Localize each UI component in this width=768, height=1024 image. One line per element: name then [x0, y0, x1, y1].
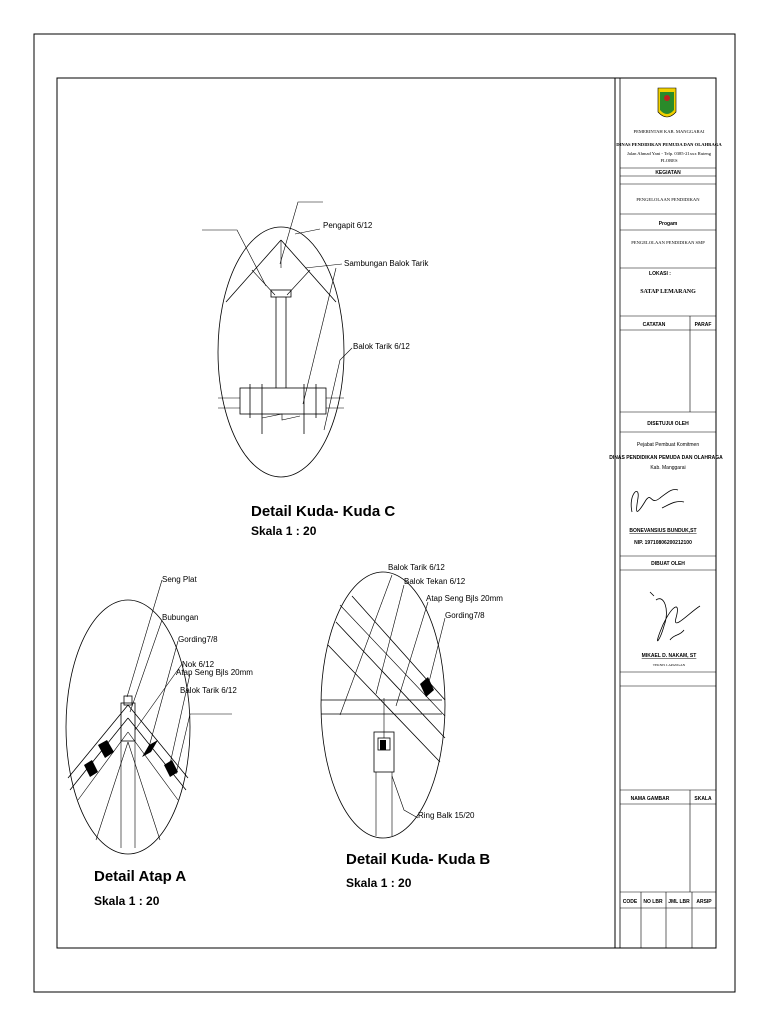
scale-atap-a: Skala 1 : 20: [94, 894, 160, 908]
approver-name: BONEVANSIUS BUNDUK,ST: [629, 528, 696, 534]
label-atap-seng-b: Atap Seng Bjls 20mm: [426, 594, 503, 603]
outer-border: [33, 33, 736, 993]
org-line-2: DINAS PENDIDIKAN PEMUDA DAN OLAHRAGA: [616, 142, 722, 147]
code-heading: CODE: [623, 899, 638, 905]
title-kuda-c: Detail Kuda- Kuda C: [251, 503, 395, 520]
no-lbr-heading: NO LBR: [643, 899, 663, 905]
label-nok: Nok 6/12: [182, 660, 215, 669]
lokasi-heading: LOKASI :: [649, 271, 671, 277]
catatan-heading: CATATAN: [643, 322, 666, 328]
detail-kuda-kuda-c: [202, 201, 353, 478]
org-line-1: PEMERINTAH KAB. MANGGARAI: [634, 129, 705, 134]
regency-logo: [657, 87, 677, 118]
label-gording-a: Gording7/8: [178, 635, 218, 644]
label-balok-tarik-a: Balok Tarik 6/12: [180, 686, 237, 695]
kegiatan-heading: KEGIATAN: [655, 170, 681, 176]
scale-kuda-b: Skala 1 : 20: [346, 876, 412, 890]
program-heading: Progam: [659, 221, 678, 227]
maker-name: MIKAEL D. NAKAM, ST: [642, 653, 697, 659]
dibuat-heading: DIBUAT OLEH: [651, 561, 685, 567]
pejabat-label: Pejabat Pembuat Komitmen: [637, 442, 699, 448]
label-gording-b: Gording7/8: [445, 611, 485, 620]
kegiatan-value: PENGELOLAAN PENDIDIKAN: [636, 197, 700, 202]
skala-heading: SKALA: [694, 796, 712, 802]
org-line-3: Jalan Ahmad Yani - Telp. 0385-21xxx Rute…: [627, 151, 712, 156]
kab-label: Kab. Manggarai: [650, 465, 685, 471]
detail-kuda-kuda-b: [320, 571, 446, 839]
label-sambungan-balok-tarik: Sambungan Balok Tarik: [344, 259, 429, 268]
label-balok-tarik-b: Balok Tarik 6/12: [388, 563, 445, 572]
maker-role: TEKNIS LAPANGAN: [653, 663, 686, 667]
arsip-heading: ARSIP: [696, 899, 712, 905]
disetujui-heading: DISETUJUI OLEH: [647, 421, 689, 427]
inner-border: [56, 77, 717, 949]
dinas-label: DINAS PENDIDIKAN PEMUDA DAN OLAHRAGA: [609, 455, 723, 461]
label-pengapit: Pengapit 6/12: [323, 221, 373, 230]
label-atap-seng-a: Atap Seng Bjls 20mm: [176, 668, 253, 677]
approver-nip: NIP. 19710806200212100: [634, 540, 692, 546]
lokasi-value: SATAP LEMARANG: [640, 289, 696, 295]
scale-kuda-c: Skala 1 : 20: [251, 524, 317, 538]
jml-lbr-heading: JML LBR: [668, 899, 690, 905]
label-bubungan: Bubungan: [162, 613, 198, 622]
label-ring-balk: Ring Balk 15/20: [418, 811, 475, 820]
label-seng-plat: Seng Plat: [162, 575, 197, 584]
title-kuda-b: Detail Kuda- Kuda B: [346, 851, 490, 868]
label-balok-tarik-c: Balok Tarik 6/12: [353, 342, 410, 351]
title-block: [620, 87, 716, 948]
org-line-4: FLORES: [660, 158, 678, 163]
title-atap-a: Detail Atap A: [94, 868, 186, 885]
detail-atap-a: [65, 579, 232, 855]
program-value: PENGELOLAAN PENDIDIKAN SMP: [631, 240, 705, 245]
label-balok-tekan: Balok Tekan 6/12: [404, 577, 466, 586]
nama-gambar-heading: NAMA GAMBAR: [631, 796, 670, 802]
approver-signature: [630, 489, 685, 513]
maker-signature: [649, 591, 701, 642]
paraf-heading: PARAF: [695, 322, 712, 328]
